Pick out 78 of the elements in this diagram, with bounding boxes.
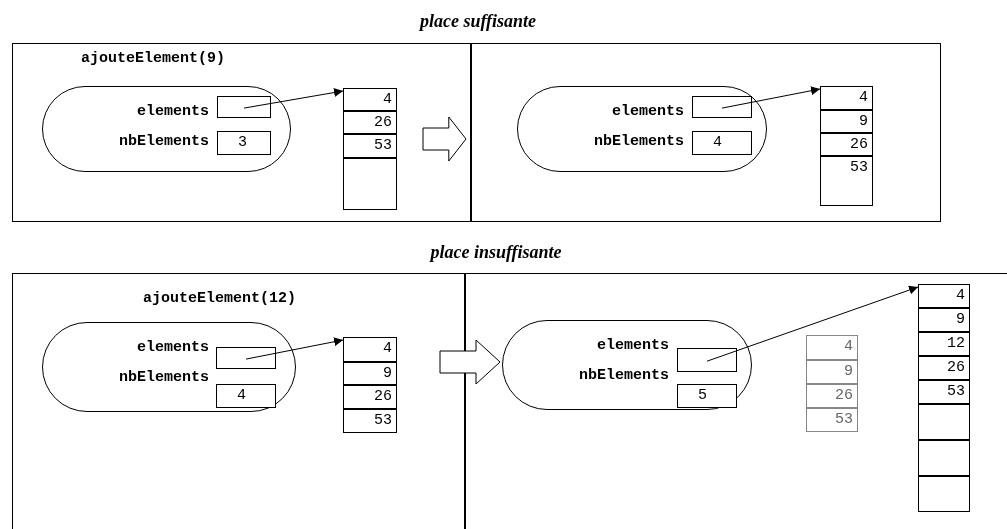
array-cell (918, 404, 970, 440)
value-text: 4 (859, 89, 868, 106)
block-arrow (422, 116, 467, 162)
function-call: ajouteElement(9) (81, 50, 226, 67)
value-text: 9 (956, 311, 965, 328)
array-cell (918, 380, 970, 404)
value-text: 4 (956, 287, 965, 304)
array-cell (343, 134, 397, 158)
array-cell (806, 360, 858, 384)
field-name: nbElements (594, 133, 684, 150)
array-cell (820, 110, 873, 133)
array-cell (918, 284, 970, 308)
field-box (217, 96, 271, 118)
array-cell (343, 337, 397, 362)
value-text: 53 (374, 137, 392, 154)
pointer-arrow (721, 86, 821, 109)
value-text: 12 (947, 335, 965, 352)
field-box (677, 384, 737, 408)
pointer-arrow (245, 337, 344, 360)
value-text: 4 (383, 91, 392, 108)
array-cell (918, 440, 970, 476)
array-cell (806, 384, 858, 408)
value-text: 26 (947, 359, 965, 376)
field-name: elements (597, 337, 669, 354)
field-box (677, 348, 737, 372)
value-text: 4 (844, 338, 853, 355)
value-text: 53 (947, 383, 965, 400)
value-text: 4 (713, 134, 722, 151)
value-text: 9 (844, 363, 853, 380)
value-text: 9 (859, 113, 868, 130)
array-cell (918, 308, 970, 332)
array-cell (918, 476, 970, 512)
array-cell (820, 156, 873, 206)
section-heading: place suffisante (419, 11, 537, 32)
array-cell (343, 385, 397, 409)
array-cell (343, 88, 397, 111)
pointer-arrow (243, 88, 344, 109)
array-cell (806, 408, 858, 432)
field-box (216, 347, 276, 369)
value-text: 3 (238, 134, 247, 151)
value-text: 9 (383, 365, 392, 382)
value-text: 53 (850, 159, 868, 176)
array-cell (806, 335, 858, 360)
block-arrow (439, 339, 501, 385)
value-text: 4 (237, 387, 246, 404)
memory-panel (12, 43, 471, 222)
array-cell (343, 111, 397, 134)
value-text: 53 (374, 412, 392, 429)
value-text: 26 (850, 136, 868, 153)
field-box (692, 131, 752, 155)
memory-panel (465, 273, 1007, 529)
pointer-arrow (706, 285, 919, 362)
value-text: 26 (374, 388, 392, 405)
field-box (216, 384, 276, 408)
field-name: nbElements (119, 133, 209, 150)
field-name: elements (137, 339, 209, 356)
array-cell (918, 332, 970, 356)
field-box (692, 96, 752, 118)
function-call: ajouteElement(12) (143, 290, 297, 307)
value-text: 53 (835, 411, 853, 428)
array-cell (343, 362, 397, 385)
field-name: elements (612, 103, 684, 120)
field-name: nbElements (579, 367, 669, 384)
array-cell (343, 409, 397, 433)
field-name: nbElements (119, 369, 209, 386)
value-text: 5 (698, 387, 707, 404)
value-text: 26 (374, 114, 392, 131)
array-cell (343, 158, 397, 210)
array-cell (820, 86, 873, 110)
field-name: elements (137, 103, 209, 120)
section-heading: place insuffisante (430, 242, 562, 263)
value-text: 4 (383, 340, 392, 357)
array-cell (820, 133, 873, 156)
field-box (217, 131, 271, 155)
memory-panel (12, 273, 465, 529)
array-cell (918, 356, 970, 380)
value-text: 26 (835, 387, 853, 404)
memory-panel (471, 43, 941, 222)
